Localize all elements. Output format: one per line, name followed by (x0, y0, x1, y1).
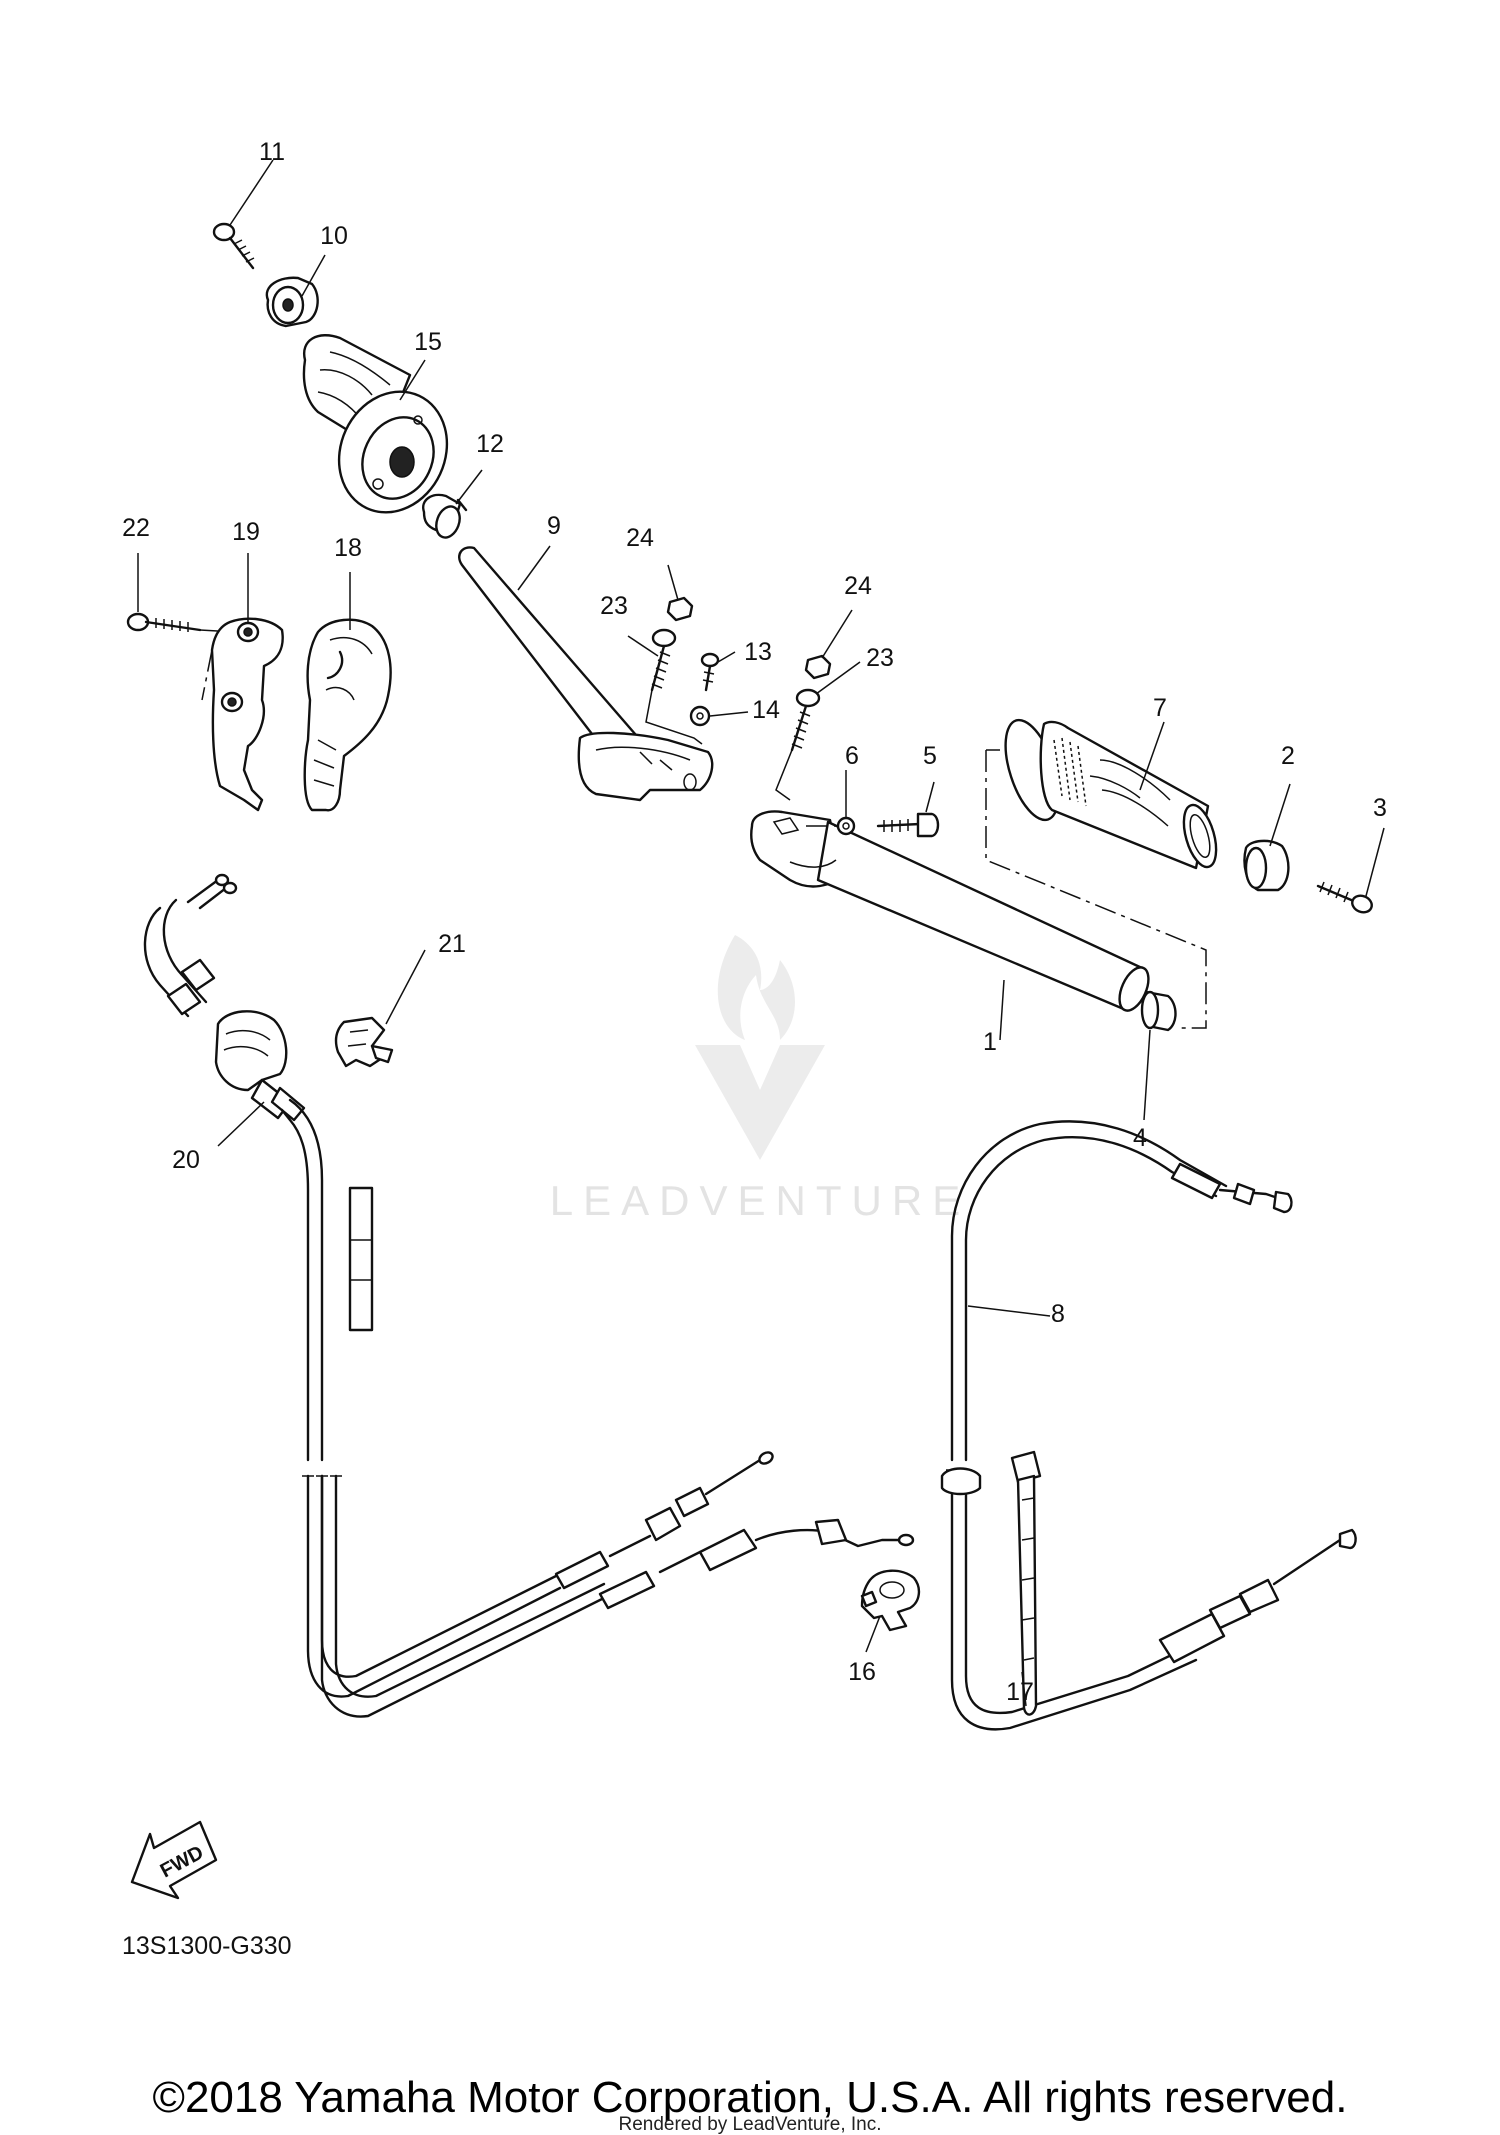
part-18-switch-housing (303, 618, 392, 812)
callout-14: 14 (752, 696, 780, 724)
callout-23-right: 23 (866, 644, 894, 672)
callout-23-left: 23 (600, 592, 628, 620)
callout-6: 6 (845, 742, 859, 770)
copyright-notice: ©2018 Yamaha Motor Corporation, U.S.A. A… (153, 2073, 1348, 2122)
right-grip-group (985, 718, 1373, 1029)
fwd-arrow: FWD (130, 1820, 218, 1900)
callout-16: 16 (848, 1658, 876, 1686)
callout-15: 15 (414, 328, 442, 356)
part-11-screw (212, 222, 255, 270)
throttle-cable-group (143, 873, 915, 1718)
callout-18: 18 (334, 534, 362, 562)
part-21-cable-clamp (334, 1016, 394, 1068)
left-grip-group (212, 222, 468, 539)
part-23-bolt-left (645, 628, 703, 745)
part-23-bolt-right (775, 688, 821, 801)
part-15-throttle-grip (302, 334, 449, 514)
part-3-screw (1316, 881, 1373, 914)
callout-7: 7 (1153, 694, 1167, 722)
watermark: LEADVENTURE (550, 935, 970, 1224)
callout-17: 17 (1006, 1678, 1034, 1706)
part-8-clutch-cable (940, 1120, 1357, 1731)
callout-24-right: 24 (844, 572, 872, 600)
part-4-end-cap (1140, 990, 1177, 1032)
part-1-right-handlebar (750, 810, 1150, 1012)
part-9-left-handlebar (458, 546, 714, 802)
leader-lines (137, 159, 1385, 1707)
callout-13: 13 (744, 638, 772, 666)
upper-holder-fasteners (645, 596, 749, 745)
part-6-washer (806, 770, 856, 836)
part-17-cable-tie (1010, 1450, 1042, 1716)
part-13-screw (700, 651, 736, 692)
callout-1: 1 (983, 1028, 997, 1056)
callout-19: 19 (232, 518, 260, 546)
drawing-code: 13S1300-G330 (122, 1932, 292, 1960)
callout-9: 9 (547, 512, 561, 540)
callout-20: 20 (172, 1146, 200, 1174)
callout-12: 12 (476, 430, 504, 458)
callout-22: 22 (122, 514, 150, 542)
callouts: 1 2 3 4 5 6 7 8 9 10 11 12 13 14 15 16 1… (122, 138, 1387, 1706)
rendered-by-notice: Rendered by LeadVenture, Inc. (618, 2114, 881, 2135)
callout-11: 11 (259, 138, 285, 166)
part-20-cable-junction (214, 1010, 306, 1122)
part-14-washer (689, 705, 749, 727)
part-24-nut-left (666, 596, 694, 622)
part-7-right-grip (1004, 718, 1218, 870)
part-10-end-weight (265, 276, 319, 328)
part-12-end-cap (422, 493, 468, 539)
watermark-text: LEADVENTURE (550, 1177, 970, 1224)
left-switch-group (126, 612, 392, 812)
part-19-switch-housing (201, 617, 284, 812)
watermark-flame-logo (695, 935, 825, 1160)
callout-5: 5 (923, 742, 937, 770)
throttle-cable-upper-ends (143, 873, 238, 1018)
callout-3: 3 (1373, 794, 1387, 822)
callout-24-left: 24 (626, 524, 654, 552)
callout-4: 4 (1133, 1124, 1147, 1152)
part-24-nut-right (804, 654, 832, 680)
right-handlebar-group (750, 654, 1177, 1032)
callout-21: 21 (438, 930, 466, 958)
callout-2: 2 (1281, 742, 1295, 770)
callout-10: 10 (320, 222, 348, 250)
callout-8: 8 (1051, 1300, 1065, 1328)
part-5-bolt (876, 781, 940, 838)
part-16-cable-clamp (860, 1569, 921, 1632)
part-2-end-weight (1243, 839, 1290, 892)
